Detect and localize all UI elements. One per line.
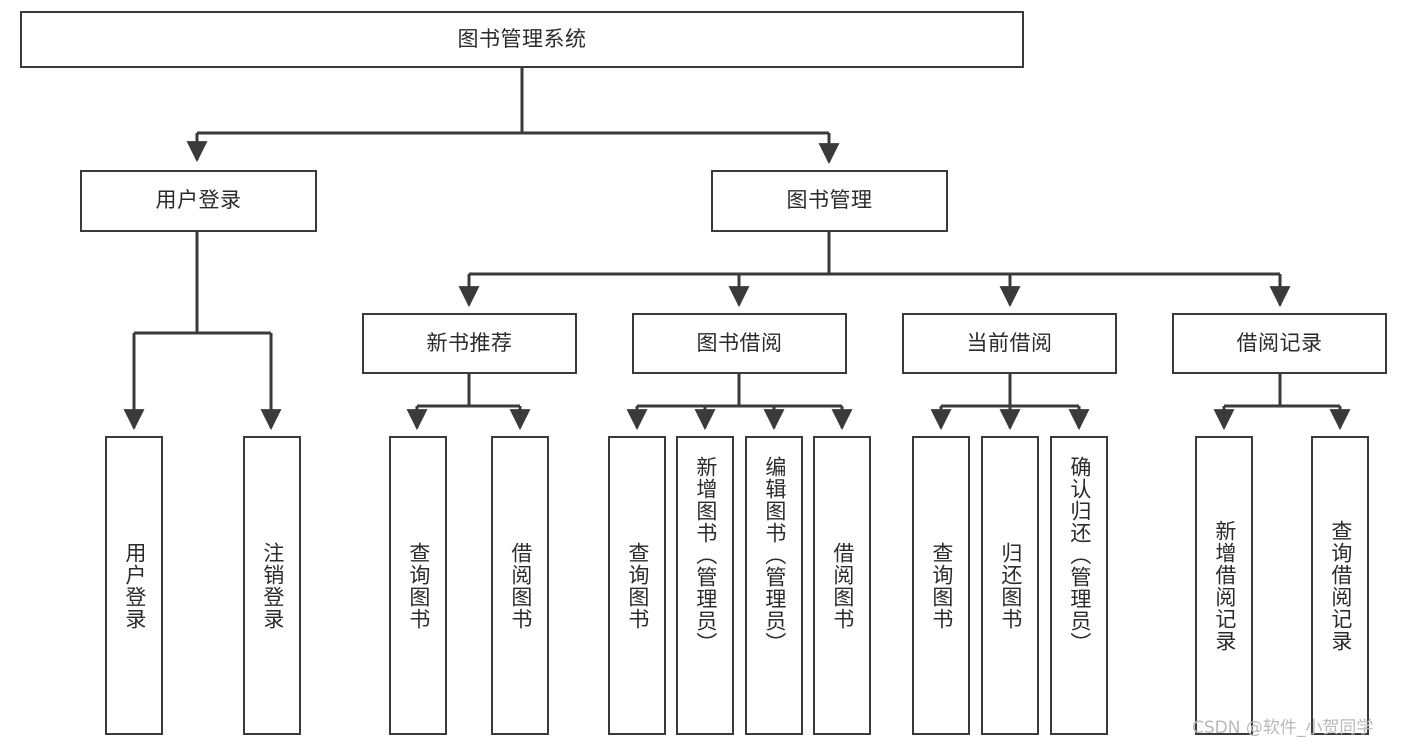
node-current-borrow-label: 当前借阅 bbox=[966, 330, 1053, 355]
node-leaf-query-book-1[interactable]: 查询图书 bbox=[389, 436, 447, 735]
node-root-label: 图书管理系统 bbox=[457, 26, 587, 51]
node-book-borrow[interactable]: 图书借阅 bbox=[632, 313, 847, 374]
node-user-login[interactable]: 用户登录 bbox=[80, 170, 317, 232]
node-leaf-edit-book-label: 编辑图书（管理员） bbox=[762, 456, 787, 654]
node-leaf-return-book-label: 归还图书 bbox=[998, 541, 1023, 630]
node-root[interactable]: 图书管理系统 bbox=[20, 11, 1024, 68]
node-leaf-add-record-label: 新增借阅记录 bbox=[1212, 519, 1237, 652]
node-leaf-query-book-1-label: 查询图书 bbox=[406, 541, 431, 630]
node-book-manage-label: 图书管理 bbox=[786, 188, 873, 213]
node-leaf-borrow-book-2-label: 借阅图书 bbox=[830, 541, 855, 630]
node-leaf-edit-book[interactable]: 编辑图书（管理员） bbox=[745, 436, 803, 735]
node-leaf-confirm-return-label: 确认归还（管理员） bbox=[1067, 456, 1092, 654]
node-user-login-label: 用户登录 bbox=[155, 188, 242, 213]
node-leaf-borrow-book-1[interactable]: 借阅图书 bbox=[491, 436, 549, 735]
node-book-borrow-label: 图书借阅 bbox=[696, 330, 783, 355]
csdn-watermark: CSDN @软件_小贺同学 bbox=[1192, 718, 1374, 738]
node-current-borrow[interactable]: 当前借阅 bbox=[902, 313, 1117, 374]
node-leaf-user-login[interactable]: 用户登录 bbox=[105, 436, 163, 735]
node-leaf-confirm-return[interactable]: 确认归还（管理员） bbox=[1050, 436, 1108, 735]
node-leaf-query-book-3[interactable]: 查询图书 bbox=[912, 436, 970, 735]
node-leaf-query-book-2-label: 查询图书 bbox=[625, 541, 650, 630]
node-leaf-borrow-book-1-label: 借阅图书 bbox=[508, 541, 533, 630]
node-book-manage[interactable]: 图书管理 bbox=[711, 170, 948, 232]
node-new-book-rec-label: 新书推荐 bbox=[426, 330, 513, 355]
node-borrow-record[interactable]: 借阅记录 bbox=[1172, 313, 1387, 374]
node-leaf-return-book[interactable]: 归还图书 bbox=[981, 436, 1039, 735]
node-leaf-user-login-label: 用户登录 bbox=[122, 541, 147, 630]
node-leaf-add-book[interactable]: 新增图书（管理员） bbox=[676, 436, 734, 735]
node-leaf-borrow-book-2[interactable]: 借阅图书 bbox=[813, 436, 871, 735]
node-leaf-query-record-label: 查询借阅记录 bbox=[1328, 519, 1353, 652]
node-leaf-query-record[interactable]: 查询借阅记录 bbox=[1311, 436, 1369, 735]
node-leaf-add-record[interactable]: 新增借阅记录 bbox=[1195, 436, 1253, 735]
node-leaf-query-book-2[interactable]: 查询图书 bbox=[608, 436, 666, 735]
node-leaf-query-book-3-label: 查询图书 bbox=[929, 541, 954, 630]
node-leaf-add-book-label: 新增图书（管理员） bbox=[693, 456, 718, 654]
node-leaf-user-logout-label: 注销登录 bbox=[260, 541, 285, 630]
node-new-book-rec[interactable]: 新书推荐 bbox=[362, 313, 577, 374]
node-leaf-user-logout[interactable]: 注销登录 bbox=[243, 436, 301, 735]
node-borrow-record-label: 借阅记录 bbox=[1236, 330, 1323, 355]
